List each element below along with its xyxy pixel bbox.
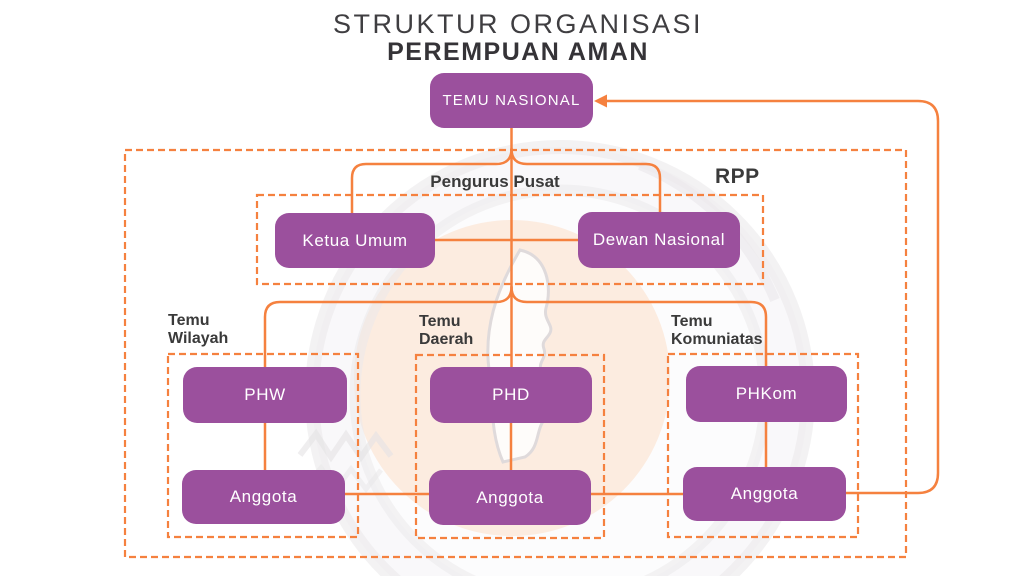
node-phw: PHW	[183, 367, 347, 423]
connector-lines	[263, 99, 940, 496]
temu-wilayah-dashed-frame	[166, 352, 360, 539]
rpp-dashed-frame	[255, 193, 765, 286]
label-temu-wilayah: Temu Wilayah	[168, 312, 228, 348]
dashed-frames	[123, 148, 908, 559]
branch-right	[510, 285, 768, 368]
bracket-left	[350, 147, 513, 215]
label-temu-daerah-line2: Daerah	[419, 331, 474, 348]
node-dewan-nasional: Dewan Nasional	[578, 212, 740, 268]
page-subtitle: PEREMPUAN AMAN	[387, 38, 649, 66]
label-temu-komuniatas: Temu Komuniatas	[671, 313, 763, 349]
temu-daerah-dashed-frame	[414, 353, 606, 540]
node-temu-nasional: TEMU NASIONAL	[430, 73, 593, 128]
label-pengurus-pusat: Pengurus Pusat	[430, 172, 560, 191]
label-temu-komuniatas-line1: Temu	[671, 313, 713, 330]
node-phkom: PHKom	[686, 366, 847, 422]
label-temu-komuniatas-line2: Komuniatas	[671, 331, 763, 348]
arrowhead-icon	[594, 94, 607, 108]
outer-dashed-frame	[123, 148, 908, 559]
node-anggota-wilayah: Anggota	[182, 470, 345, 524]
node-anggota-daerah: Anggota	[429, 470, 591, 525]
branch-left	[263, 285, 513, 369]
label-temu-daerah: Temu Daerah	[419, 313, 473, 349]
node-anggota-komunitas: Anggota	[683, 467, 846, 521]
label-temu-wilayah-line1: Temu	[168, 312, 210, 329]
bracket-right	[510, 147, 662, 215]
label-temu-wilayah-line2: Wilayah	[168, 330, 229, 347]
label-temu-daerah-line1: Temu	[419, 313, 461, 330]
node-ketua-umum: Ketua Umum	[275, 213, 435, 268]
label-rpp: RPP	[715, 165, 760, 188]
node-phd: PHD	[430, 367, 592, 423]
temu-komuniatas-dashed-frame	[666, 352, 860, 539]
page-title: STRUKTUR ORGANISASI	[332, 9, 704, 39]
feedback-loop-line	[599, 99, 940, 495]
